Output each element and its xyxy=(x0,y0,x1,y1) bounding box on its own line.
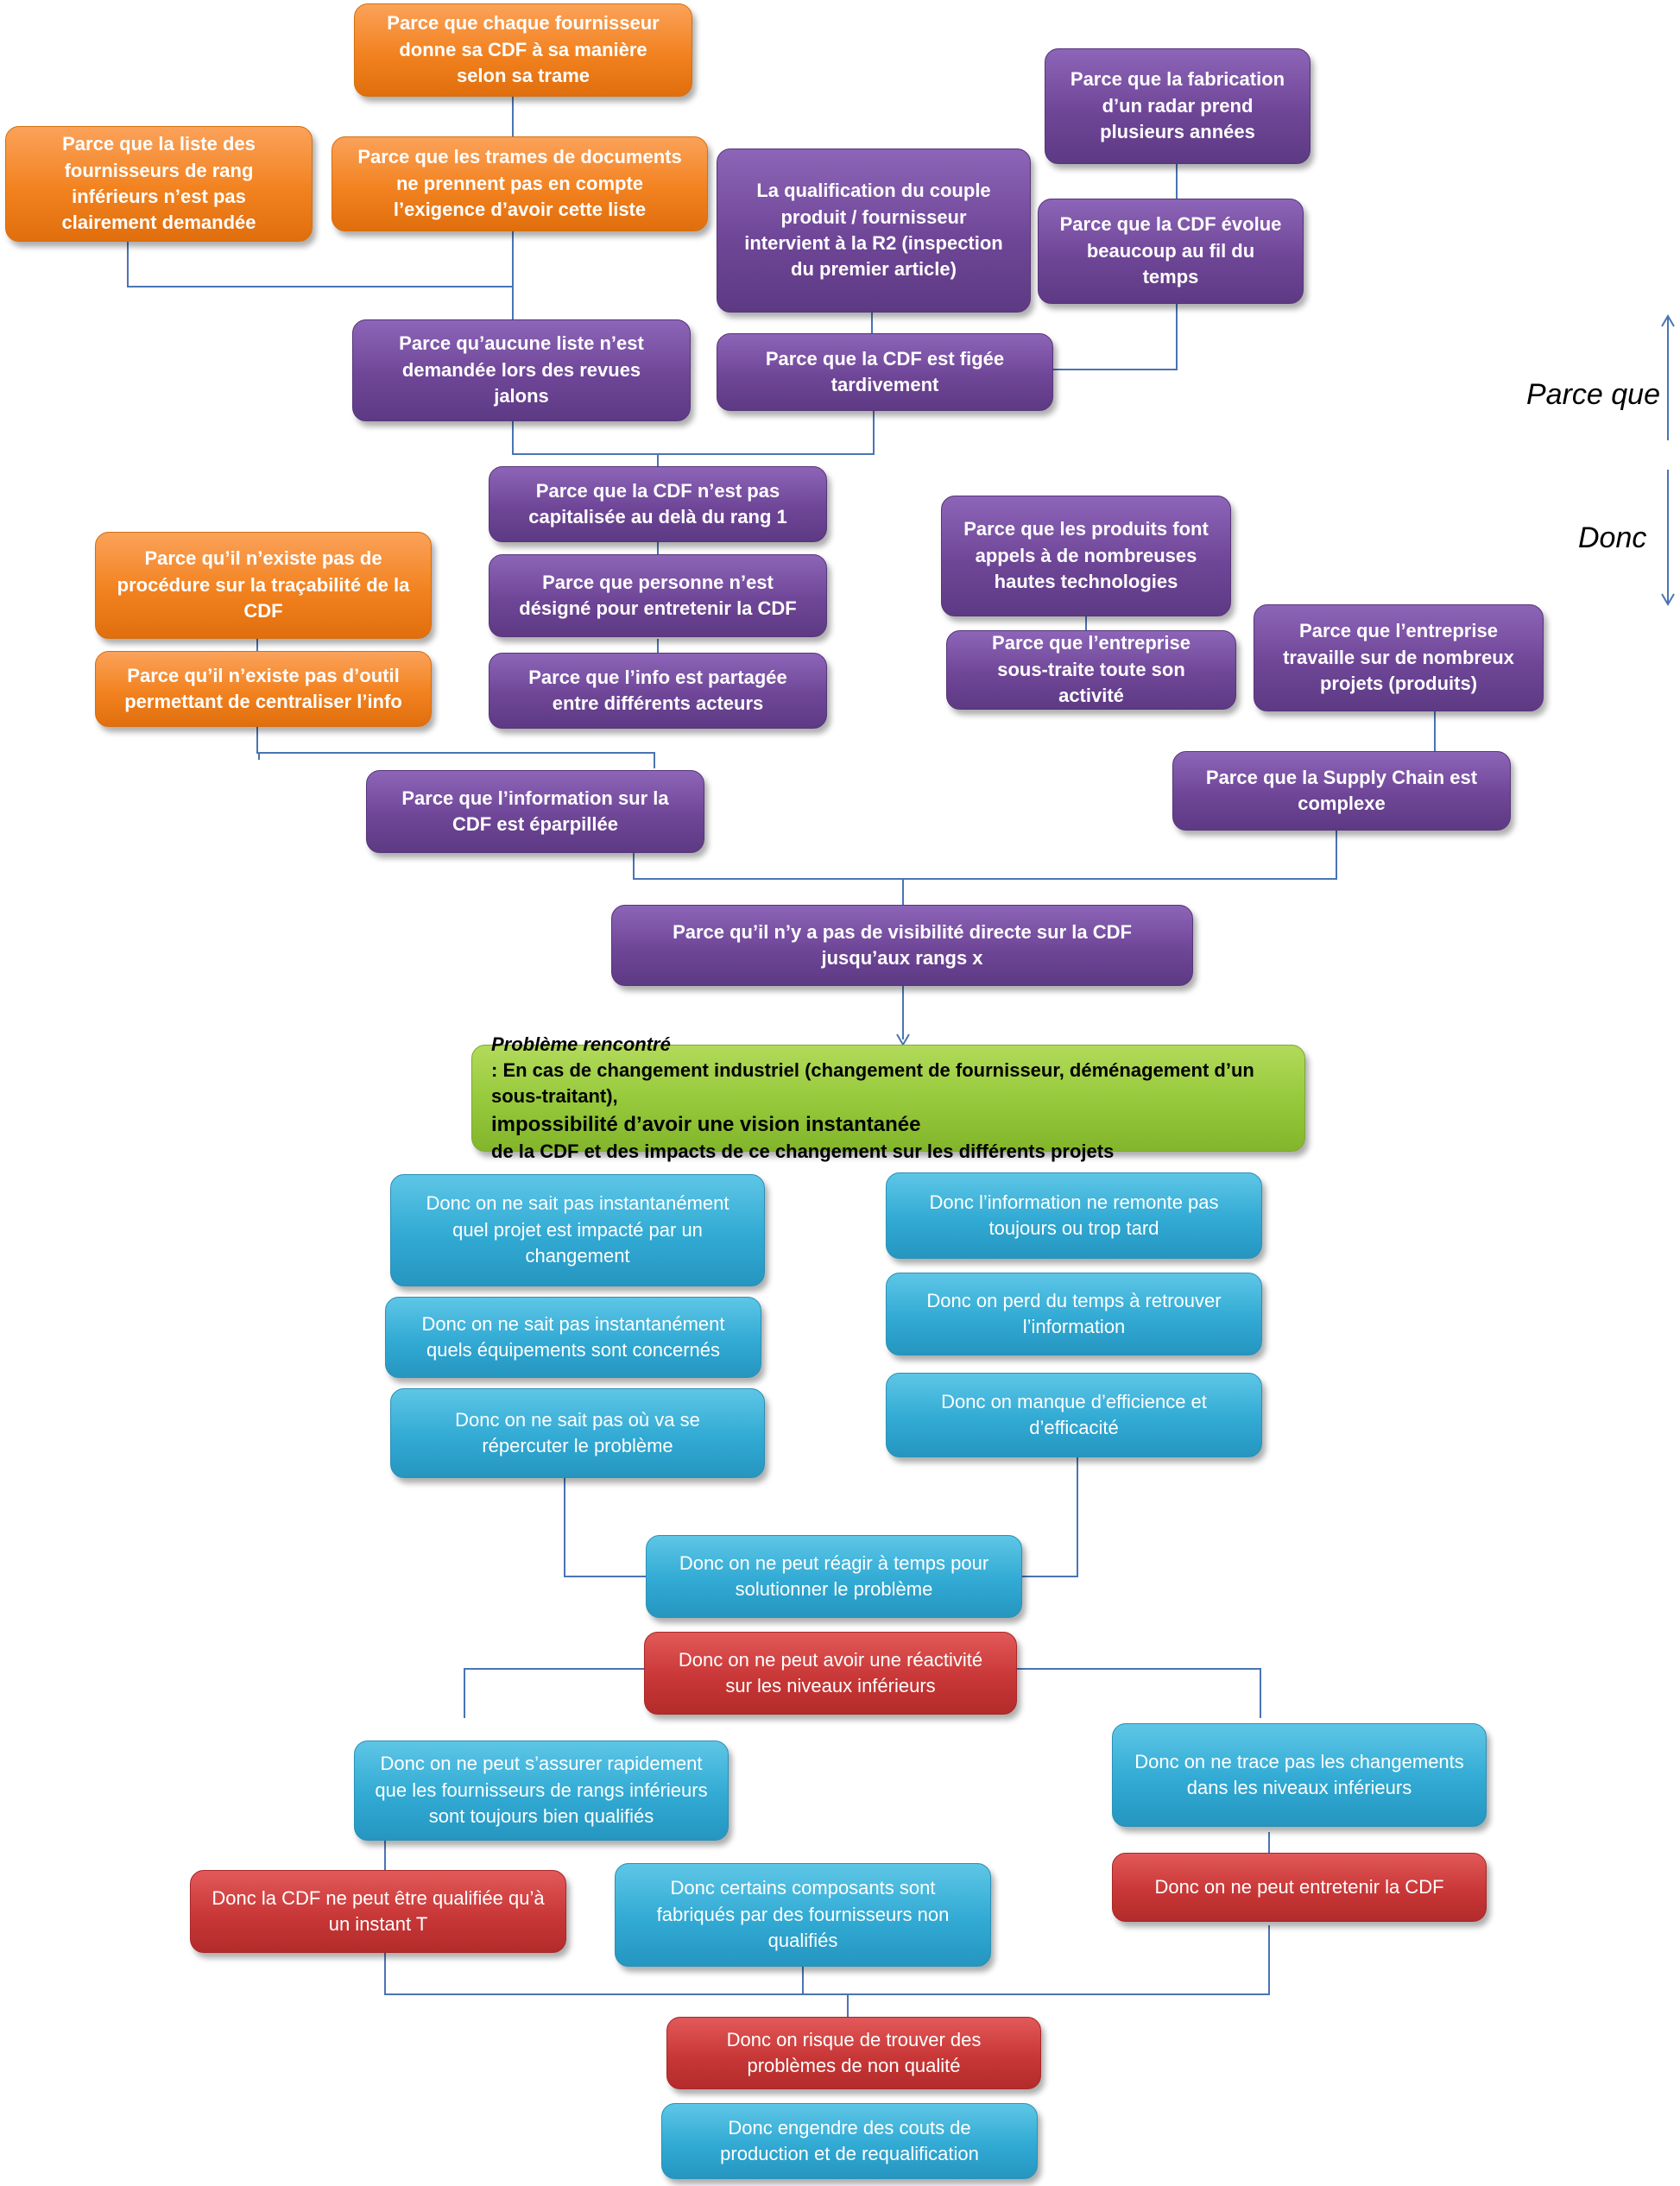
cause-no-centralising-tool: Parce qu’il n’existe pas d’outil permett… xyxy=(95,651,432,727)
problem-text-1: : En cas de changement industriel (chang… xyxy=(491,1059,1254,1108)
consequence-no-reactivity: Donc on ne peut avoir une réactivité sur… xyxy=(644,1632,1017,1715)
consequence-cannot-react: Donc on ne peut réagir à temps pour solu… xyxy=(646,1535,1022,1618)
consequence-qualified-instant: Donc la CDF ne peut être qualifiée qu’à … xyxy=(190,1870,566,1953)
cause-radar-manufacturing: Parce que la fabrication d’un radar pren… xyxy=(1045,48,1311,164)
cause-supplier-list-not-requested: Parce que la liste des fournisseurs de r… xyxy=(5,126,313,242)
connector xyxy=(256,727,655,768)
up-arrow-head xyxy=(1661,314,1675,327)
consequence-info-late: Donc l’information ne remonte pas toujou… xyxy=(886,1172,1262,1259)
consequence-supplier-qualification: Donc on ne peut s’assurer rapidement que… xyxy=(354,1741,729,1841)
consequence-problem-propagation: Donc on ne sait pas où va se répercuter … xyxy=(390,1388,765,1478)
cause-no-traceability-procedure: Parce qu’il n’existe pas de procédure su… xyxy=(95,532,432,639)
connector xyxy=(512,411,875,455)
connector xyxy=(1022,1457,1078,1577)
consequence-unqualified-components: Donc certains composants sont fabriqués … xyxy=(615,1863,991,1967)
consequence-time-lost: Donc on perd du temps à retrouver l’info… xyxy=(886,1273,1262,1355)
cause-supplier-format: Parce que chaque fournisseur donne sa CD… xyxy=(354,3,692,97)
cause-nobody-designated: Parce que personne n’est désigné pour en… xyxy=(489,554,827,637)
consequence-requalification-costs: Donc engendre des couts de production et… xyxy=(661,2103,1038,2179)
cause-outsourcing: Parce que l’entreprise sous-traite toute… xyxy=(946,630,1236,710)
legend-parce-que: Parce que xyxy=(1526,378,1660,411)
problem-text-2: de la CDF et des impacts de ce changemen… xyxy=(491,1140,1115,1162)
cause-high-technologies: Parce que les produits font appels à de … xyxy=(941,496,1231,616)
cause-document-templates: Parce que les trames de documents ne pre… xyxy=(332,136,708,231)
cause-no-direct-visibility: Parce qu’il n’y a pas de visibilité dire… xyxy=(611,905,1193,986)
cause-cdf-frozen-late: Parce que la CDF est figée tardivement xyxy=(717,333,1053,411)
connector xyxy=(633,829,1337,880)
cause-info-scattered: Parce que l’information sur la CDF est é… xyxy=(366,770,704,853)
problem-statement: Problème rencontré : En cas de changemen… xyxy=(471,1033,1305,1162)
consequence-equipment-concerned: Donc on ne sait pas instantanément quels… xyxy=(385,1297,761,1378)
cause-info-shared: Parce que l’info est partagée entre diff… xyxy=(489,653,827,729)
connector xyxy=(127,242,513,287)
cause-cdf-evolves: Parce que la CDF évolue beaucoup au fil … xyxy=(1038,199,1304,304)
legend-donc: Donc xyxy=(1578,521,1647,554)
consequence-no-tracing: Donc on ne trace pas les changements dan… xyxy=(1112,1723,1487,1827)
consequence-project-impacted: Donc on ne sait pas instantanément quel … xyxy=(390,1174,765,1286)
cause-cdf-not-capitalised: Parce que la CDF n’est pas capitalisée a… xyxy=(489,466,827,542)
connector xyxy=(564,1478,646,1577)
consequence-non-quality-risk: Donc on risque de trouver des problèmes … xyxy=(666,2017,1041,2089)
cause-qualification-r2: La qualification du couple produit / fou… xyxy=(717,148,1031,313)
problem-label: Problème rencontré xyxy=(491,1033,671,1055)
consequence-efficiency: Donc on manque d’efficience et d’efficac… xyxy=(886,1373,1262,1457)
cause-many-projects: Parce que l’entreprise travaille sur de … xyxy=(1254,604,1544,711)
down-arrow-head xyxy=(1661,593,1675,606)
consequence-cannot-maintain-cdf: Donc on ne peut entretenir la CDF xyxy=(1112,1853,1487,1922)
connector xyxy=(1053,300,1178,370)
cause-supply-chain-complex: Parce que la Supply Chain est complexe xyxy=(1172,751,1511,831)
cause-no-list-milestones: Parce qu’aucune liste n’est demandée lor… xyxy=(352,319,691,421)
problem-emphasis: impossibilité d’avoir une vision instant… xyxy=(491,1112,921,1136)
